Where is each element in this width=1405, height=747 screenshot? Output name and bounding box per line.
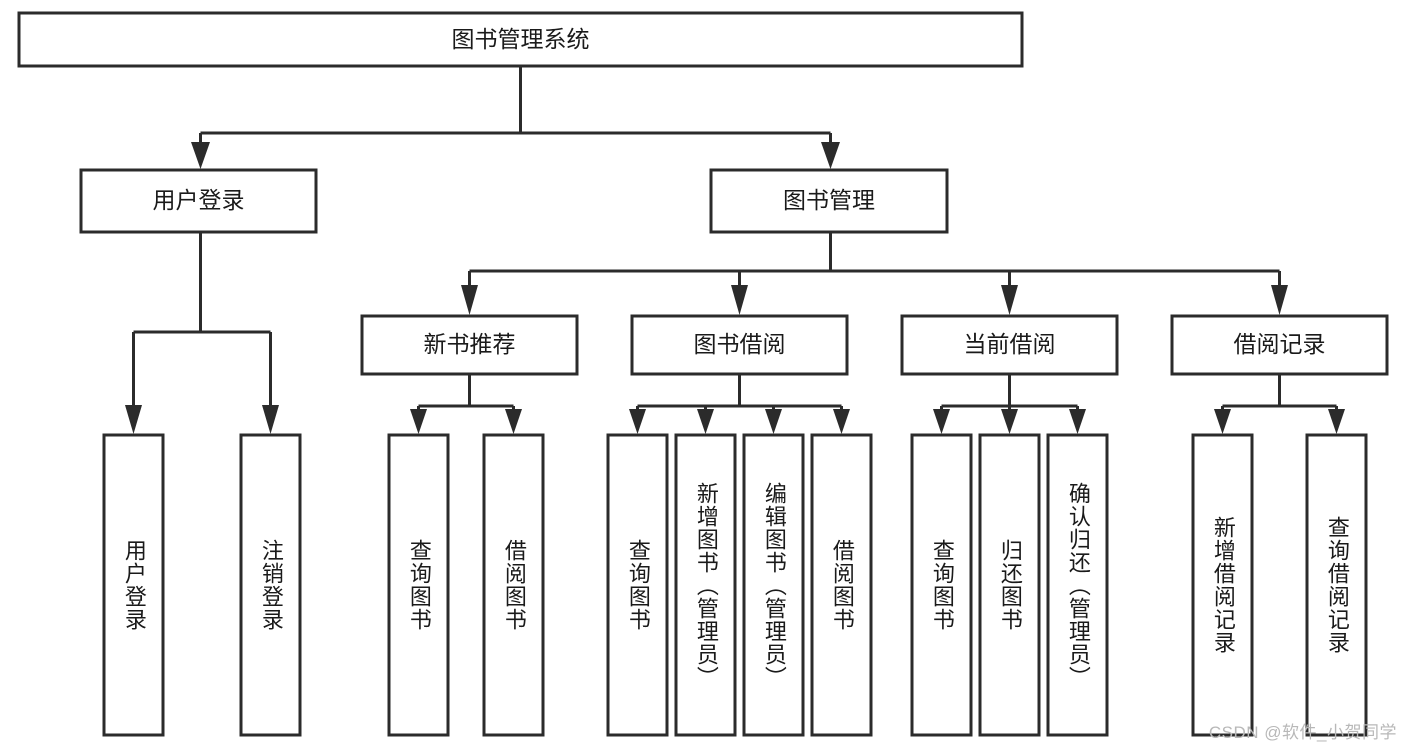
node-borrow-record-label: 借阅记录 — [1234, 331, 1326, 357]
node-book-borrow[interactable]: 图书借阅 — [630, 314, 849, 376]
node-new-book-recommend-box[interactable] — [360, 314, 579, 376]
leaf-box-query-book-3[interactable] — [910, 433, 973, 737]
node-borrow-record-box[interactable] — [1170, 314, 1389, 376]
node-current-borrow-box[interactable] — [900, 314, 1119, 376]
arrowhead-leaf-query-book-2 — [629, 409, 646, 434]
arrowhead-leaf-user-login — [125, 405, 142, 434]
node-current-borrow[interactable]: 当前借阅 — [900, 314, 1119, 376]
node-book-management-label: 图书管理 — [783, 187, 875, 213]
node-new-book-recommend[interactable]: 新书推荐 — [360, 314, 579, 376]
arrowhead-leaf-user-logout — [262, 405, 279, 434]
arrowhead-leaf-return-book — [1001, 409, 1018, 434]
leaf-box-add-book[interactable] — [674, 433, 737, 737]
watermark-text: CSDN @软件_小贺同学 — [1208, 723, 1397, 742]
leaf-box-edit-book[interactable] — [742, 433, 805, 737]
arrowhead-leaf-borrow-book-2 — [833, 409, 850, 434]
node-book-management[interactable]: 图书管理 — [709, 168, 949, 234]
leaf-box-query-book-2[interactable] — [606, 433, 669, 737]
arrowhead-borrow-record — [1271, 285, 1288, 315]
arrowhead-leaf-query-book-1 — [410, 409, 427, 434]
node-title-label: 图书管理系统 — [452, 26, 590, 52]
node-layer: 图书管理系统 用户登录 图书管理 新书推荐 图书借阅 — [17, 11, 1389, 737]
leaf-box-add-record[interactable] — [1191, 433, 1254, 737]
node-book-borrow-label: 图书借阅 — [694, 331, 786, 357]
node-user-login[interactable]: 用户登录 — [79, 168, 318, 234]
arrowhead-new-book-recommend — [461, 285, 478, 315]
leaf-box-user-logout[interactable] — [239, 433, 302, 737]
arrowhead-book-management — [821, 142, 840, 169]
leaf-box-return-book[interactable] — [978, 433, 1041, 737]
leaf-box-query-book-1[interactable] — [387, 433, 450, 737]
node-borrow-record[interactable]: 借阅记录 — [1170, 314, 1389, 376]
arrowhead-leaf-query-book-3 — [933, 409, 950, 434]
leaf-box-query-record[interactable] — [1305, 433, 1368, 737]
node-book-management-box[interactable] — [709, 168, 949, 234]
node-current-borrow-label: 当前借阅 — [964, 331, 1056, 357]
node-book-borrow-box[interactable] — [630, 314, 849, 376]
leaf-box-borrow-book-2[interactable] — [810, 433, 873, 737]
arrowhead-leaf-add-book — [697, 409, 714, 434]
arrowhead-current-borrow — [1001, 285, 1018, 315]
arrowhead-book-borrow — [731, 285, 748, 315]
node-user-login-label: 用户登录 — [153, 187, 245, 213]
arrowhead-leaf-query-record — [1328, 409, 1345, 434]
arrowhead-leaf-confirm-return — [1069, 409, 1086, 434]
arrowhead-leaf-add-record — [1214, 409, 1231, 434]
leaf-box-user-login[interactable] — [102, 433, 165, 737]
leaf-box-confirm-return[interactable] — [1046, 433, 1109, 737]
arrowhead-leaf-edit-book — [765, 409, 782, 434]
connector-layer — [125, 66, 1345, 434]
arrowhead-leaf-borrow-book-1 — [505, 409, 522, 434]
arrowhead-user-login — [191, 142, 210, 169]
node-title-box[interactable] — [17, 11, 1024, 68]
node-user-login-box[interactable] — [79, 168, 318, 234]
node-new-book-recommend-label: 新书推荐 — [424, 331, 516, 357]
leaf-box-borrow-book-1[interactable] — [482, 433, 545, 737]
node-title[interactable]: 图书管理系统 — [17, 11, 1024, 68]
